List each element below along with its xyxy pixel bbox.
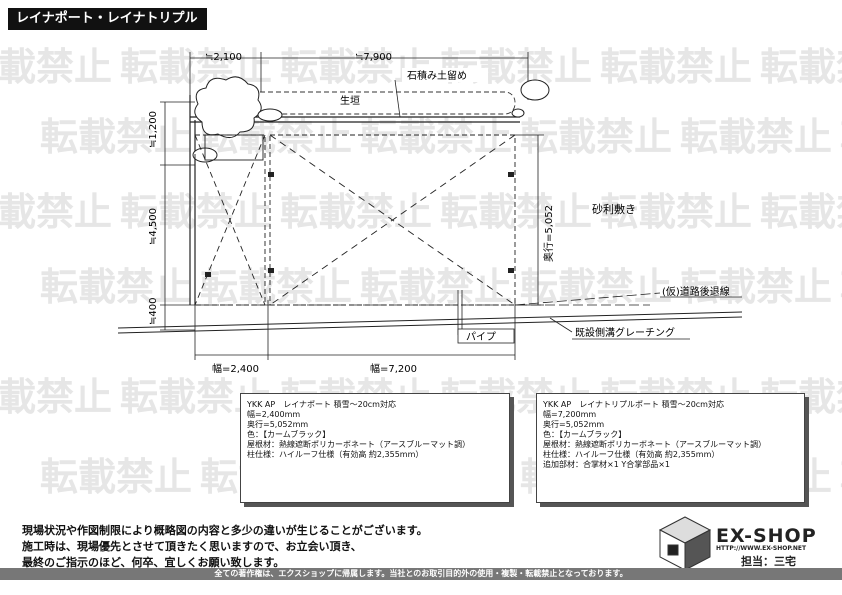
watermark-text: 転載禁止 [120, 190, 272, 234]
stone-wall-label: 石積み土留め [407, 69, 467, 82]
watermark-text: 転載禁止 [600, 190, 752, 234]
watermark-text: 転載禁止 [680, 265, 832, 309]
dim-top-left: ≒2,100 [205, 52, 242, 63]
copyright-footer: 全ての著作権は、エクスショップに帰属します。当社とのお取引目的外の使用・複製・転… [0, 568, 842, 580]
site-notes: 現場状況や作図制限により概略図の内容と多少の違いが生じることがございます。 施工… [22, 524, 428, 569]
ex-shop-logo-icon [658, 516, 712, 571]
watermark-text: 転載禁止 [280, 190, 432, 234]
pipe [457, 290, 463, 335]
drawing-title: レイナポート・レイナトリプルポート [8, 8, 207, 48]
watermark-text: 転載禁止 [0, 375, 112, 419]
watermark-text: 転載禁止 [40, 115, 192, 159]
dim-left-middle: ≒4,500 [148, 208, 159, 245]
watermark-text: 転載禁止 [440, 190, 592, 234]
watermark-text: 転載禁止 [120, 45, 272, 89]
watermark-text: 転載禁止 [840, 455, 842, 499]
watermark-text: 転載禁止 [0, 45, 112, 89]
spec-reina-port: YKK AP レイナポート 積雪～20cm対応 幅=2,400mm 奥行=5,0… [240, 393, 510, 503]
watermark-text: 転載禁止 [520, 265, 672, 309]
pipe-label: パイプ [466, 331, 496, 343]
logo-url: HTTP://WWW.EX-SHOP.NET [716, 545, 807, 552]
watermark-text: 転載禁止 [760, 190, 842, 234]
bottom-dimension-lines [194, 300, 516, 360]
gravel-label: 砂利敷き [592, 202, 636, 216]
road-setback-label: (仮)道路後退線 [662, 285, 730, 298]
watermark-text: 転載禁止 [840, 115, 842, 159]
logo-name: EX-SHOP [716, 525, 817, 547]
watermark-text: 転載禁止 [600, 45, 752, 89]
watermark-text: 転載禁止 [360, 265, 512, 309]
carport-posts [205, 172, 514, 277]
dim-left-upper: ≒1,200 [148, 111, 159, 148]
watermark-text: 転載禁止 [520, 115, 672, 159]
dim-left-lower: ≒400 [148, 298, 159, 325]
watermark-text: 転載禁止 [840, 265, 842, 309]
watermark-text: 転載禁止 [40, 455, 192, 499]
bushes [192, 76, 550, 163]
hedge-label: 生垣 [340, 94, 360, 107]
watermark-text: 転載禁止 [40, 265, 192, 309]
dim-width-left: 幅=2,400 [212, 362, 259, 375]
staff-name: 担当：三宅 [741, 555, 796, 568]
watermark-text: 転載禁止 [760, 45, 842, 89]
road-gutter [117, 311, 743, 334]
grating-label: 既設側溝グレーチング [575, 326, 675, 339]
dim-top-right: ≒7,900 [355, 52, 392, 63]
watermark-text: 転載禁止 [0, 190, 112, 234]
watermark-text: 転載禁止 [440, 45, 592, 89]
spec-reina-triple-port: YKK AP レイナトリプルポート 積雪～20cm対応 幅=7,200mm 奥行… [536, 393, 805, 503]
dim-depth: 奥行=5,052 [542, 205, 555, 262]
stone-wall-label-bg [402, 68, 488, 82]
dim-width-right: 幅=7,200 [370, 362, 417, 375]
watermark-text: 転載禁止 [200, 265, 352, 309]
watermark-text: 転載禁止 [680, 115, 832, 159]
left-dimension-lines [160, 101, 195, 331]
